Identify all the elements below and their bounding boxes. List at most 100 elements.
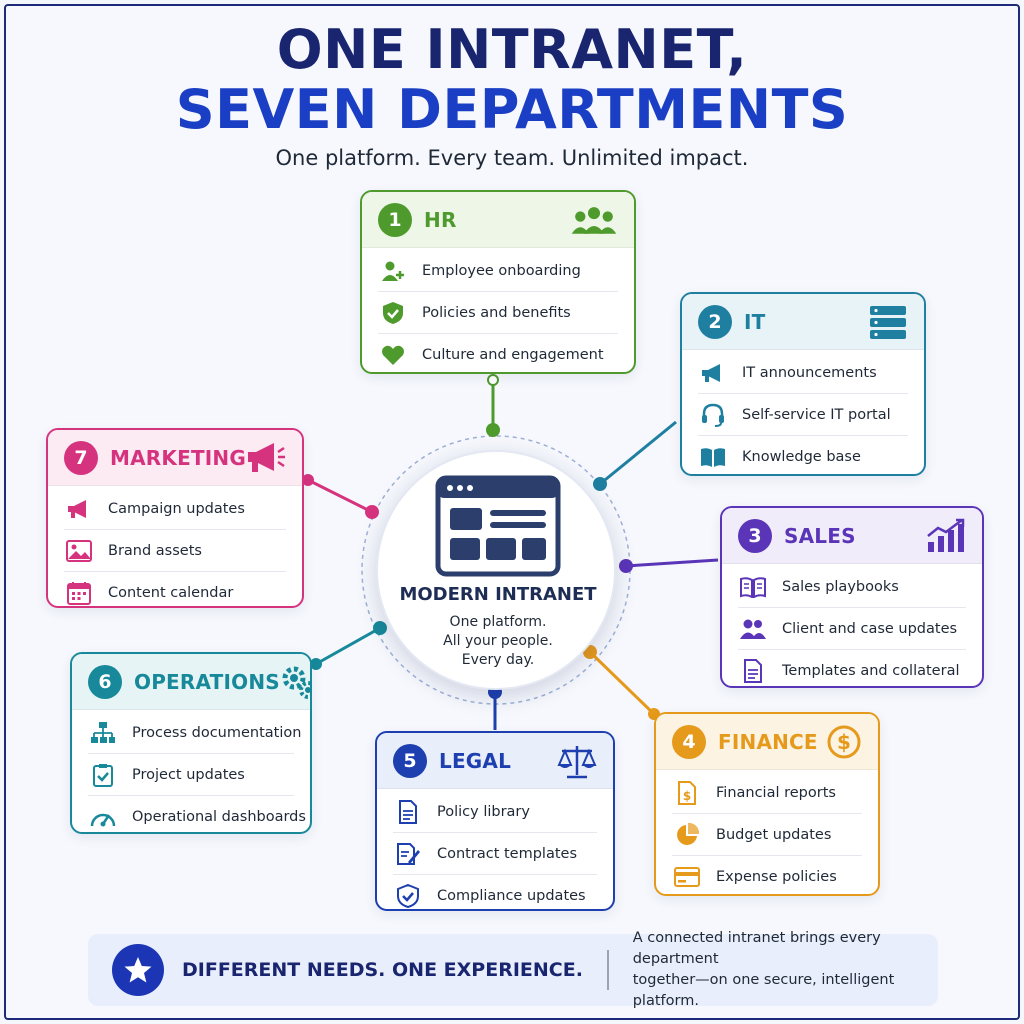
list-item[interactable]: Knowledge base	[698, 436, 908, 474]
department-number: 5	[393, 743, 427, 778]
users-icon	[738, 617, 768, 641]
department-card-finance[interactable]: 4 FINANCE $ $ Financial reports Budget u…	[654, 712, 880, 896]
item-label: Templates and collateral	[782, 663, 960, 679]
department-name: OPERATIONS	[134, 669, 280, 694]
list-item[interactable]: Policy library	[393, 791, 597, 833]
item-label: Employee onboarding	[422, 262, 581, 279]
card-header-legal: 5 LEGAL	[377, 733, 613, 789]
list-item[interactable]: IT announcements	[698, 352, 908, 394]
item-label: Financial reports	[716, 784, 836, 801]
item-label: Brand assets	[108, 542, 202, 559]
megaphone-icon	[64, 497, 94, 521]
department-name: FINANCE	[718, 729, 818, 754]
dollar-coin-icon: $	[818, 722, 862, 762]
item-label: Client and case updates	[782, 620, 958, 637]
connector-finance	[588, 650, 658, 718]
list-item[interactable]: Policies and benefits	[378, 292, 618, 334]
item-label: Content calendar	[108, 585, 234, 601]
browser-window-icon	[435, 475, 561, 577]
department-name: LEGAL	[439, 748, 512, 773]
list-item[interactable]: Self-service IT portal	[698, 394, 908, 436]
department-card-operations[interactable]: 6 OPERATIONS Process documentation Proje…	[70, 652, 312, 834]
list-item[interactable]: $ Financial reports	[672, 772, 862, 814]
user-add-icon	[378, 259, 408, 283]
connector-dot-hr	[486, 423, 500, 437]
list-item[interactable]: Client and case updates	[738, 608, 966, 650]
megaphone-icon	[246, 438, 286, 478]
connector-dot-operations-end	[310, 658, 322, 670]
hub-line-3: Every day.	[461, 652, 535, 668]
list-item[interactable]: Project updates	[88, 754, 294, 796]
server-icon	[860, 302, 908, 342]
megaphone-icon	[698, 361, 728, 385]
list-item[interactable]: Employee onboarding	[378, 250, 618, 292]
team-icon	[570, 200, 618, 240]
hub-title: MODERN INTRANET	[399, 584, 597, 605]
document-icon	[393, 799, 423, 824]
department-card-marketing[interactable]: 7 MARKETING Campaign updates Brand asset…	[46, 428, 304, 608]
item-label: Sales playbooks	[782, 578, 899, 595]
item-label: Culture and engagement	[422, 347, 604, 363]
shield-check-icon	[393, 884, 423, 908]
department-name: MARKETING	[110, 445, 246, 470]
item-label: Process documentation	[132, 724, 302, 741]
item-label: Self-service IT portal	[742, 406, 891, 423]
contract-edit-icon	[393, 842, 423, 866]
list-item[interactable]: Sales playbooks	[738, 566, 966, 608]
footer-headline: DIFFERENT NEEDS. ONE EXPERIENCE.	[182, 959, 583, 981]
footer-banner: DIFFERENT NEEDS. ONE EXPERIENCE. A conne…	[88, 930, 938, 1009]
connector-dot-it	[593, 477, 607, 491]
open-book-icon	[738, 575, 768, 599]
flowchart-icon	[88, 721, 118, 745]
list-item[interactable]: Process documentation	[88, 712, 301, 754]
department-number: 1	[378, 202, 412, 237]
list-item[interactable]: Culture and engagement	[378, 334, 618, 372]
page-title-line1: ONE INTRANET,	[276, 18, 748, 81]
connector-sales	[625, 558, 719, 568]
item-label: Knowledge base	[742, 449, 861, 465]
svg-text:$: $	[837, 730, 851, 754]
scales-icon	[549, 741, 597, 781]
list-item[interactable]: Templates and collateral	[738, 650, 966, 686]
item-label: Operational dashboards	[132, 809, 306, 825]
department-card-hr[interactable]: 1 HR Employee onboarding Policies and be…	[360, 190, 636, 374]
hub-line-1: One platform.	[449, 614, 547, 630]
list-item[interactable]: Budget updates	[672, 814, 862, 856]
card-header-it: 2 IT	[682, 294, 924, 350]
department-number: 4	[672, 724, 706, 759]
gauge-icon	[88, 805, 118, 829]
list-item[interactable]: Brand assets	[64, 530, 286, 572]
footer-line-2: together—on one secure, intelligent plat…	[632, 972, 895, 1009]
list-item[interactable]: Expense policies	[672, 856, 862, 894]
item-label: Expense policies	[716, 869, 837, 885]
footer-description: A connected intranet brings every depart…	[633, 928, 938, 1012]
growth-chart-icon	[918, 516, 966, 556]
connector-operations	[315, 626, 381, 666]
card-header-hr: 1 HR	[362, 192, 634, 248]
department-number: 3	[738, 518, 772, 553]
department-number: 6	[88, 664, 122, 699]
connector-dot-marketing	[365, 505, 379, 519]
list-item[interactable]: Campaign updates	[64, 488, 286, 530]
footer-divider	[606, 950, 609, 990]
connector-dot-sales	[619, 559, 633, 573]
department-card-sales[interactable]: 3 SALES Sales playbooks Client and case …	[720, 506, 984, 688]
department-card-legal[interactable]: 5 LEGAL Policy library Contract template…	[375, 731, 615, 911]
department-card-it[interactable]: 2 IT IT announcements Self-service IT po…	[680, 292, 926, 476]
calendar-icon	[64, 581, 94, 605]
list-item[interactable]: Content calendar	[64, 572, 286, 606]
list-item[interactable]: Contract templates	[393, 833, 597, 875]
svg-text:$: $	[683, 789, 691, 803]
clipboard-check-icon	[88, 763, 118, 787]
card-header-operations: 6 OPERATIONS	[72, 654, 310, 710]
list-item[interactable]: Compliance updates	[393, 875, 597, 909]
card-icon	[672, 865, 702, 889]
department-number: 2	[698, 304, 732, 339]
list-item[interactable]: Operational dashboards	[88, 796, 306, 832]
connector-marketing	[307, 478, 373, 514]
item-label: Project updates	[132, 766, 245, 783]
shield-check-icon	[378, 301, 408, 325]
card-header-marketing: 7 MARKETING	[48, 430, 302, 486]
document-icon	[738, 659, 768, 683]
